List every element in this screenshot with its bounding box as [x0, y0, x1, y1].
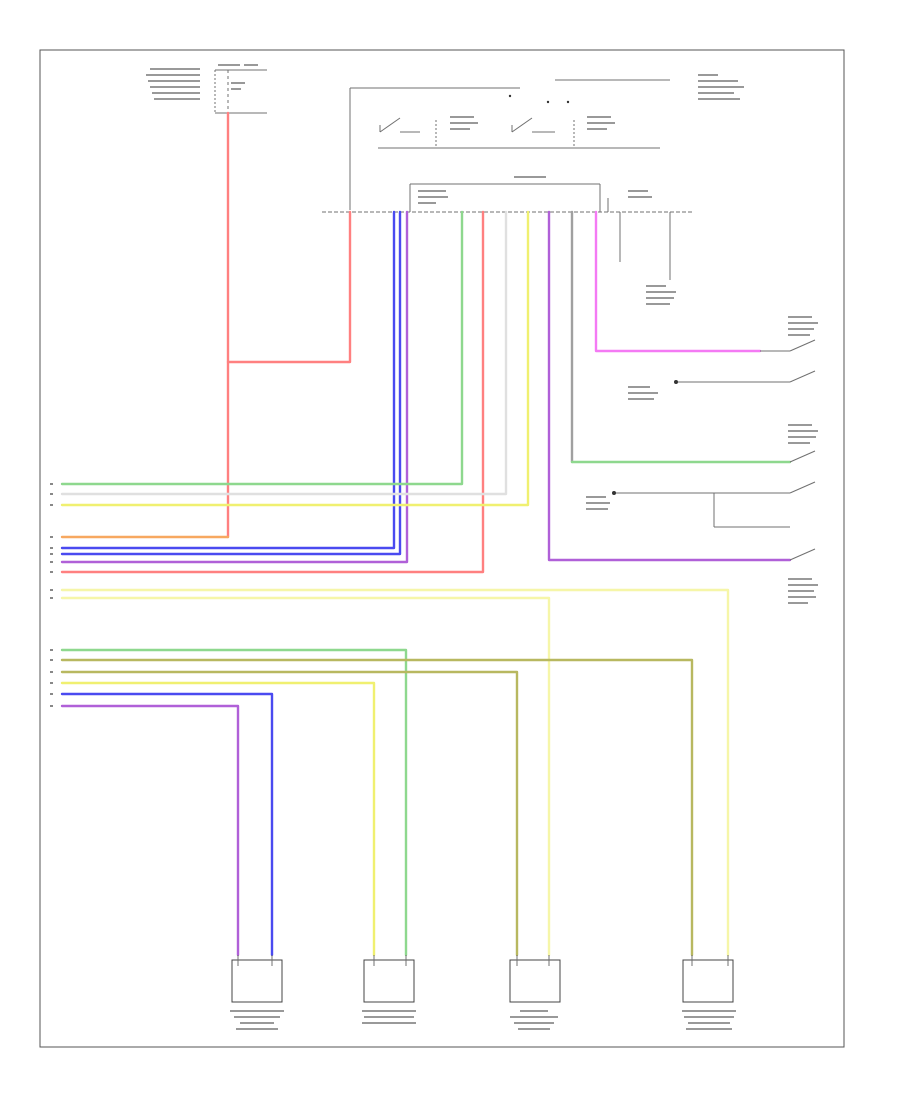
wire-blue-a	[60, 210, 396, 550]
actuator-intake-door	[682, 955, 736, 1030]
wire-green-lower	[60, 648, 408, 957]
wire-yellow-lower	[60, 681, 376, 957]
diagram-frame	[39, 49, 845, 1048]
wire-blue-lower	[60, 692, 274, 957]
actuator-left-blend	[230, 955, 284, 1030]
wire-yellow-row-590	[60, 588, 730, 957]
control-unit-connector	[322, 176, 694, 213]
actuator-fresh-recirc	[509, 955, 561, 1030]
wire-blue-b	[60, 210, 402, 556]
switch-group	[349, 74, 744, 210]
actuator-air-mix	[362, 955, 416, 1024]
right-switches	[586, 316, 818, 604]
ground-wires	[607, 198, 676, 305]
wire-olive-lower-a	[60, 658, 694, 957]
fuse-block	[146, 64, 267, 114]
wire-violet-lower	[60, 704, 240, 957]
wire-violet-right	[547, 210, 792, 562]
wire-pink-right	[594, 210, 762, 353]
wire-yellow-row	[60, 210, 530, 507]
row-index-marks	[50, 483, 53, 707]
wire-yellow-row-598	[60, 596, 551, 957]
wire-red-row	[60, 210, 485, 574]
wire-white-row	[60, 210, 508, 496]
wire-violet-a	[60, 210, 409, 564]
wire-green-row	[60, 210, 464, 486]
wire-red-fuse-feed	[226, 111, 352, 364]
wire-olive-lower-b	[60, 670, 519, 957]
